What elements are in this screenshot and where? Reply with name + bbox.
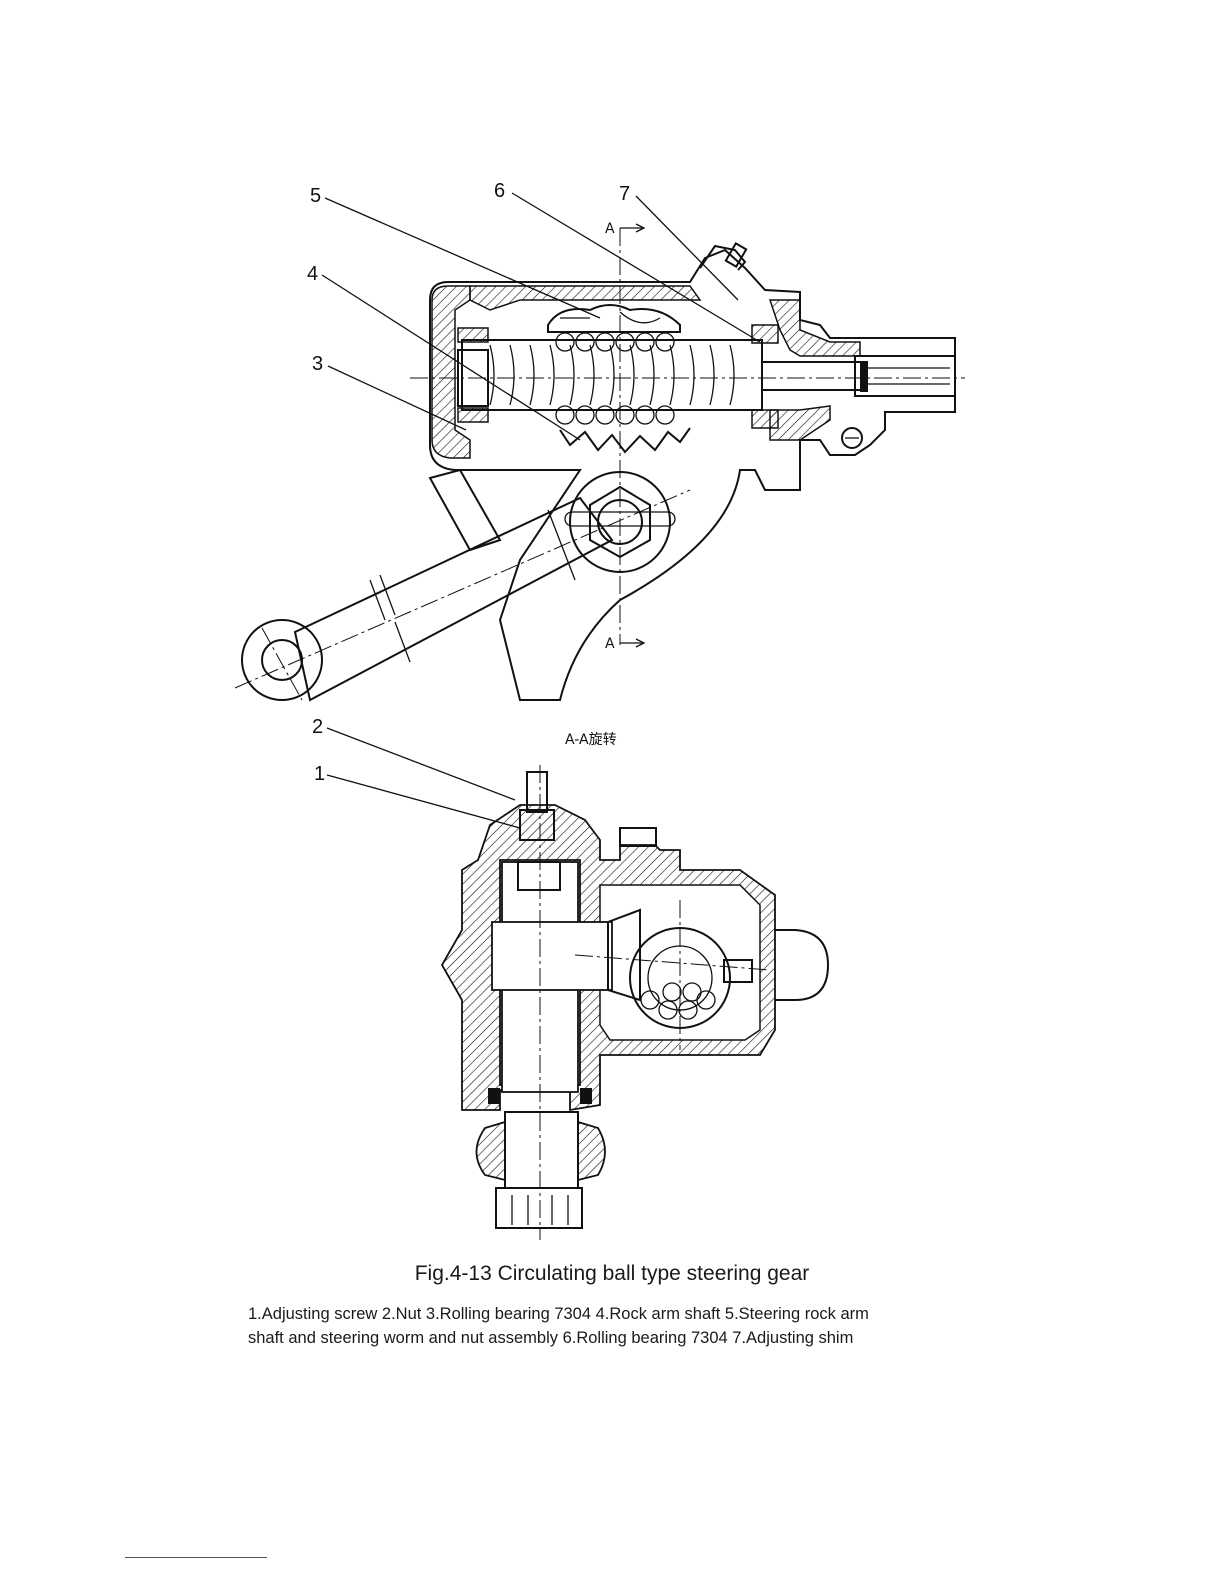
- callout-4: 4: [307, 263, 318, 285]
- sector-block: [492, 922, 612, 990]
- callout-numbers: 5 6 7 4 3 2 1: [307, 180, 630, 785]
- seal-right: [580, 1088, 592, 1104]
- housing-flange-right: [770, 300, 860, 356]
- ball-joint-eye: [242, 620, 322, 700]
- callout-5: 5: [310, 185, 321, 207]
- shaft-coupling: [855, 356, 955, 396]
- section-arrow-bottom: [620, 639, 644, 647]
- adjusting-bolt: [700, 246, 745, 270]
- lower-view-section: [442, 765, 828, 1240]
- housing-bolt: [620, 828, 656, 846]
- section-arrow-top: [620, 224, 644, 232]
- circulating-balls-top: [556, 333, 674, 351]
- housing-wall-left: [432, 286, 470, 458]
- lower-nut: [477, 1122, 606, 1180]
- lower-callout-leaders: [327, 728, 520, 828]
- callout-2: 2: [312, 716, 323, 738]
- figure-caption: Fig.4-13 Circulating ball type steering …: [0, 1262, 1224, 1286]
- callout-3: 3: [312, 353, 323, 375]
- bearing-right-top: [752, 325, 778, 343]
- arm-rib: [430, 470, 500, 550]
- footnote-rule: [125, 1557, 267, 1558]
- output-spline: [505, 1112, 578, 1188]
- upper-view: [235, 224, 965, 700]
- rock-arm: [295, 498, 612, 700]
- upper-callout-leaders: [322, 193, 760, 440]
- worm-threads: [490, 345, 734, 405]
- bearing-right-bottom: [752, 410, 778, 428]
- section-label: A-A旋转: [565, 732, 617, 748]
- steering-gear-drawing: 5 6 7 4 3 2 1 A A A-A旋转: [0, 0, 1224, 1260]
- legend-line-2: shaft and steering worm and nut assembly…: [248, 1326, 1008, 1350]
- input-shaft: [762, 362, 867, 390]
- callout-7: 7: [619, 183, 630, 205]
- steering-worm: [462, 340, 762, 410]
- legend-line-1: 1.Adjusting screw 2.Nut 3.Rolling bearin…: [248, 1302, 1008, 1326]
- callout-1: 1: [314, 763, 325, 785]
- housing-flange-lower: [770, 406, 830, 440]
- callout-6: 6: [494, 180, 505, 202]
- seal-left: [488, 1088, 500, 1104]
- housing-wall-top: [470, 286, 700, 310]
- section-mark-top: A: [605, 221, 615, 237]
- end-cap-dome: [775, 930, 828, 1000]
- circulating-balls-bottom: [556, 406, 674, 424]
- coupling-seal: [860, 362, 868, 392]
- gear-housing-outline: [430, 250, 955, 700]
- spline-end: [496, 1188, 582, 1228]
- bearing-left-bottom: [458, 408, 488, 422]
- section-mark-bottom: A: [605, 636, 615, 652]
- bearing-left-top: [458, 328, 488, 342]
- figure-legend: 1.Adjusting screw 2.Nut 3.Rolling bearin…: [248, 1302, 1008, 1350]
